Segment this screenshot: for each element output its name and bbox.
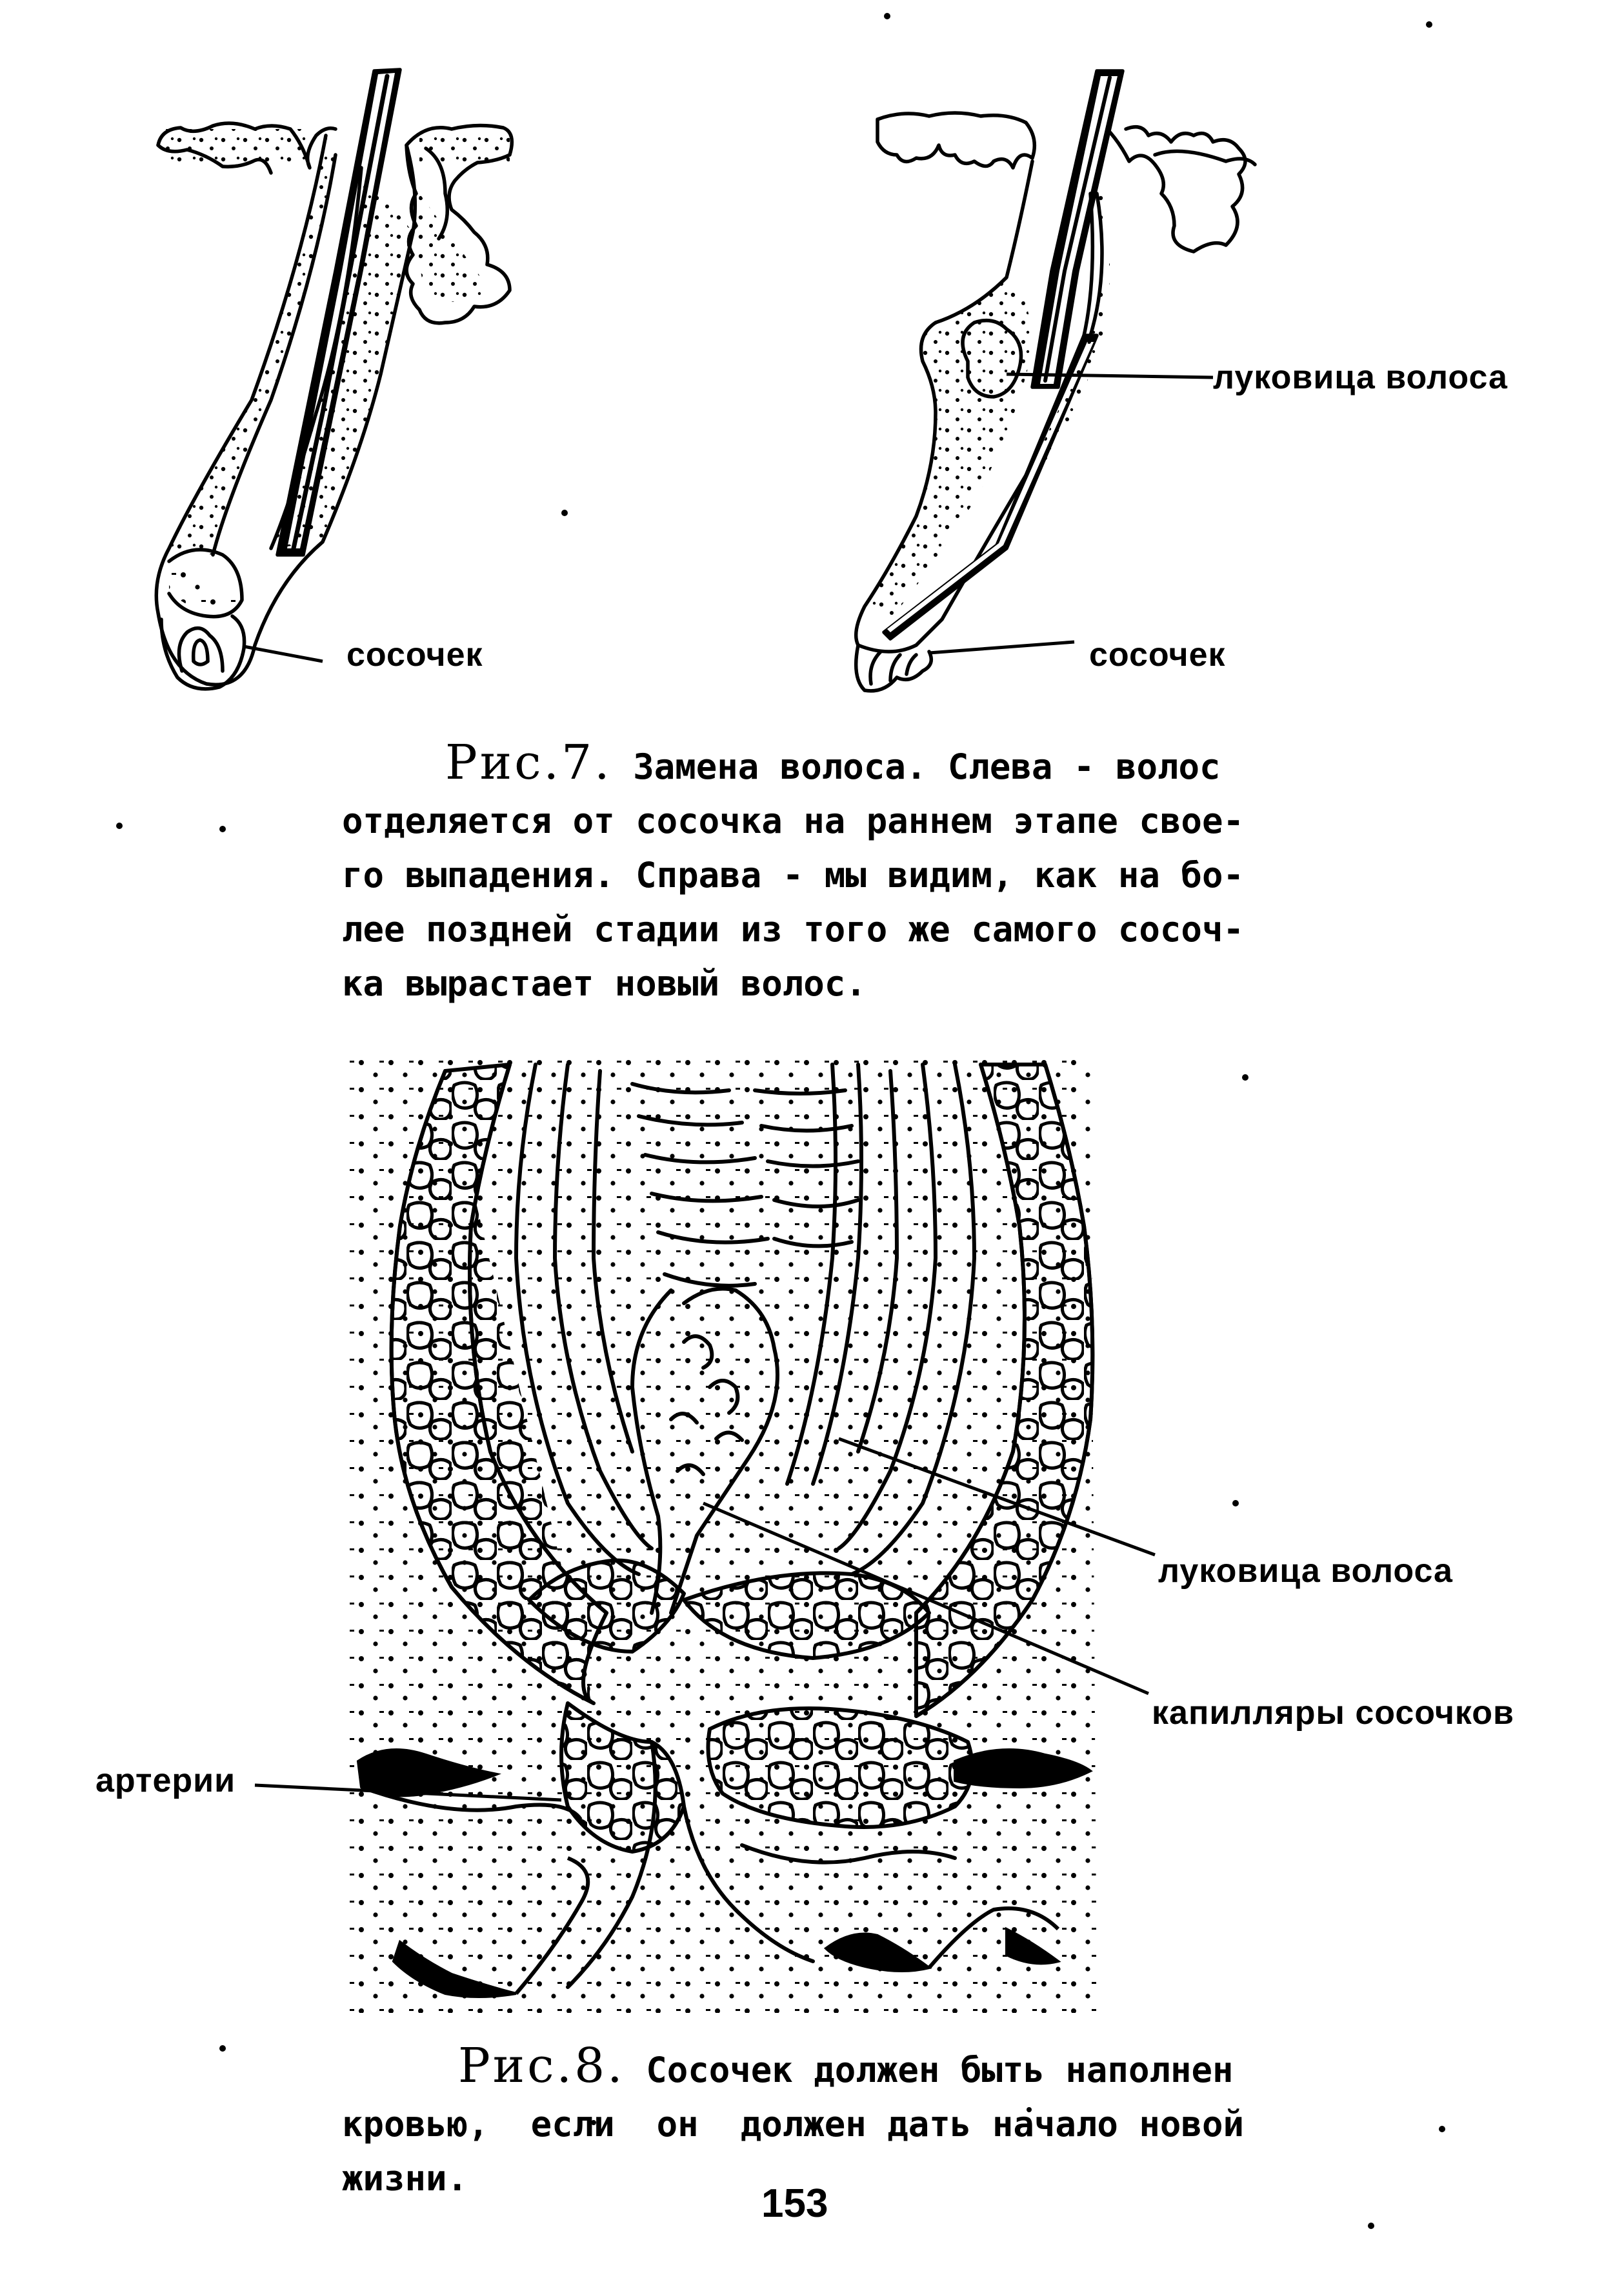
fig8-caption-prefix: Рис.8. xyxy=(458,2038,625,2094)
fig8-caption: Рис.8. Сосочек должен быть наполнен кров… xyxy=(342,2039,1244,2206)
fig8-arteries-label: артерии xyxy=(95,1762,236,1799)
fig7-left-papilla-label: сосочек xyxy=(346,636,483,674)
fig7-right-bulb-label: луковица волоса xyxy=(1213,359,1508,396)
fig7-left-leader-line xyxy=(243,645,323,663)
fig8-bulb-leader xyxy=(838,1437,1156,1557)
scan-specks xyxy=(116,13,1445,2229)
fig7-caption-line: ка вырастает новый волос. xyxy=(342,963,867,1004)
page-number: 153 xyxy=(761,2181,828,2226)
fig7-right-papilla-label: сосочек xyxy=(1089,636,1226,674)
fig8-caption-line: жизни. xyxy=(342,2158,468,2199)
fig8-section xyxy=(348,1058,1097,2013)
fig8-bulb-label: луковица волоса xyxy=(1158,1552,1453,1590)
fig7-caption-line: го выпадения. Справа - мы видим, как на … xyxy=(342,855,1244,895)
fig7-caption-line: Замена волоса. Слева - волос xyxy=(612,746,1221,787)
fig7-caption-line: отделяется от сосочка на раннем этапе св… xyxy=(342,801,1244,841)
fig8-capillaries-leader xyxy=(703,1501,1149,1695)
fig8-caption-line: Сосочек должен быть наполнен xyxy=(625,2050,1234,2090)
fig7-caption: Рис.7. Замена волоса. Слева - волос отде… xyxy=(342,735,1244,1011)
fig7-right-bulb-leader xyxy=(1006,372,1214,379)
fig8-capillaries-label: капилляры сосочков xyxy=(1152,1694,1514,1732)
fig8-arteries-leader xyxy=(254,1783,562,1802)
fig7-right-papilla-leader xyxy=(928,640,1075,655)
fig7-caption-prefix: Рис.7. xyxy=(445,735,612,790)
fig7-right-follicle xyxy=(854,69,1257,693)
fig7-caption-line: лее поздней стадии из того же самого сос… xyxy=(342,909,1244,950)
fig8-caption-line: кровью, если он должен дать начало новой xyxy=(342,2104,1244,2145)
fig7-left-follicle xyxy=(154,68,514,691)
